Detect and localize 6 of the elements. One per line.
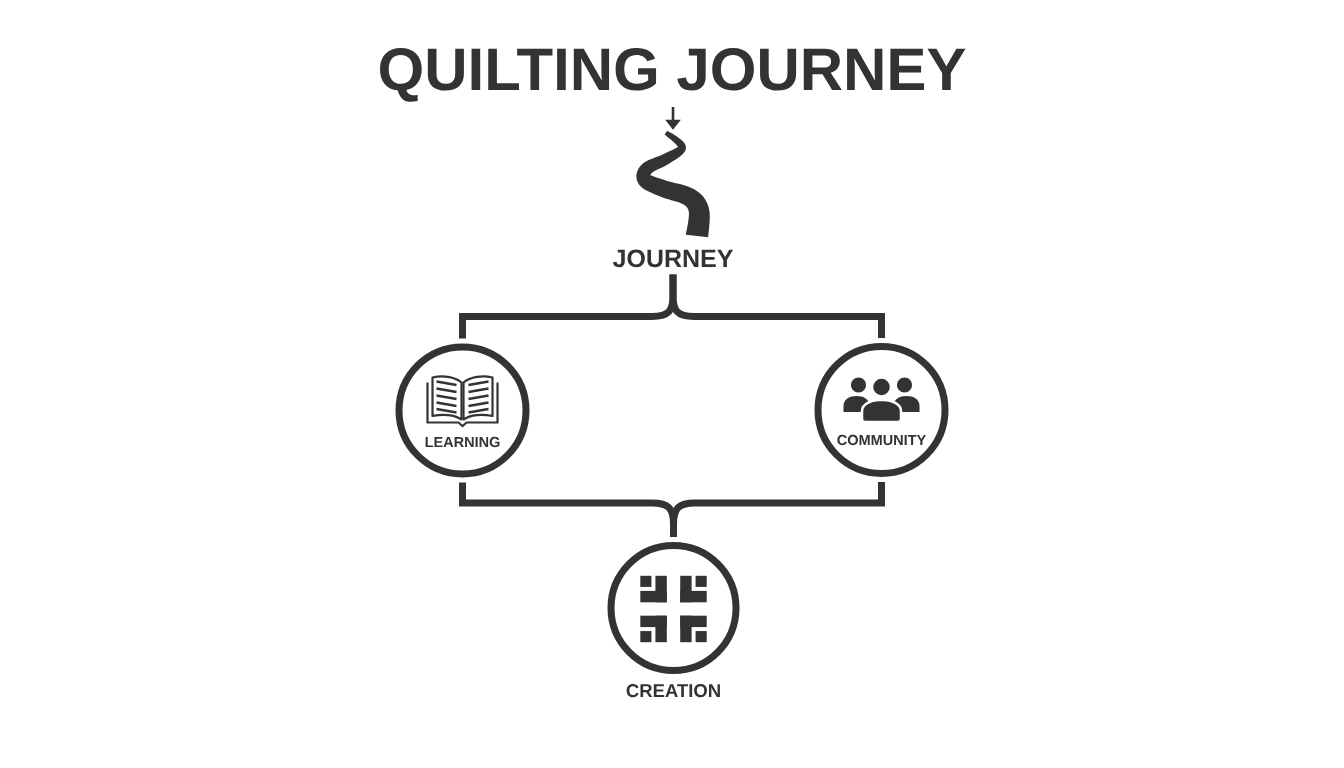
title: QUILTING JOURNEY xyxy=(380,48,966,102)
node-label: CREATION xyxy=(626,684,720,698)
circle-node: LEARNING xyxy=(395,343,530,478)
node-label: JOURNEY xyxy=(612,249,734,268)
circle-node: COMMUNITY xyxy=(814,343,949,477)
winding-road-icon xyxy=(636,130,710,238)
